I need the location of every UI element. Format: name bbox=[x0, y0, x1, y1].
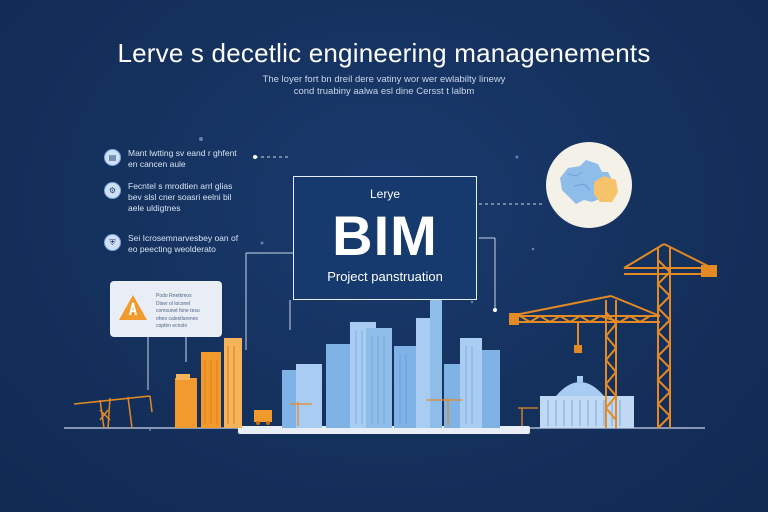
document-icon: ▤ bbox=[104, 149, 121, 166]
feature-line: Mant lwtting sv eand r ghfent bbox=[128, 148, 237, 158]
feature-item-3: ⛨ Sei Icrosemnarvesbey oan of eo peectin… bbox=[104, 233, 244, 255]
alert-line: comsunet fone tesu bbox=[156, 308, 200, 314]
map-graphic bbox=[560, 160, 618, 204]
page-title: Lerve s decetlic engineering managenemen… bbox=[117, 38, 651, 68]
feature-line: eo peecting weolderato bbox=[128, 244, 216, 254]
alert-line: Podo Rnetkmos bbox=[156, 293, 192, 299]
map-icon bbox=[546, 142, 632, 228]
feature-item-2: ⚙ Fecntel s mrodtien arrl glias bev slsl… bbox=[104, 181, 244, 214]
alert-card: Podo Rnetkmos Diser ol loconel comsunet … bbox=[110, 281, 222, 337]
background-stars bbox=[149, 137, 535, 431]
page-subtitle: The loyer fort bn dreil dere vatiny wor … bbox=[214, 74, 554, 98]
feature-line: en cancen aule bbox=[128, 159, 186, 169]
bim-sub-label: Project panstruation bbox=[327, 269, 443, 284]
subtitle-line-1: The loyer fort bn dreil dere vatiny wor … bbox=[262, 74, 506, 85]
bim-pre-label: Lerye bbox=[369, 187, 401, 201]
feature-text: Sei Icrosemnarvesbey oan of eo peecting … bbox=[128, 233, 238, 255]
bim-main-label: BIM bbox=[332, 204, 438, 267]
feature-item-1: ▤ Mant lwtting sv eand r ghfent en cance… bbox=[104, 148, 244, 170]
bim-panel: Lerye BIM Project panstruation bbox=[293, 176, 477, 300]
feature-line: aele uldigtnes bbox=[128, 203, 181, 213]
domed-building bbox=[540, 376, 634, 428]
subtitle-line-2: cond truabiny aalwa esl dine Cersst t la… bbox=[293, 86, 475, 97]
alert-line: Diser ol loconel bbox=[156, 300, 191, 307]
gear-icon: ⚙ bbox=[104, 182, 121, 199]
feature-line: Sei Icrosemnarvesbey oan of bbox=[128, 233, 239, 243]
feature-text: Fecntel s mrodtien arrl glias bev slsl c… bbox=[128, 181, 232, 214]
feature-line: bev slsl cner soasri eelni bil bbox=[128, 192, 232, 202]
right-crane bbox=[623, 243, 717, 429]
warning-icon bbox=[118, 293, 148, 323]
connector-lines bbox=[147, 156, 544, 390]
left-crane bbox=[73, 395, 153, 429]
alert-line: coptirn ecnolo bbox=[156, 323, 188, 329]
alert-line: oheo calestlurenes bbox=[156, 315, 198, 322]
alert-text: Podo Rnetkmos Diser ol loconel comsunet … bbox=[156, 293, 216, 331]
blue-skyline bbox=[282, 300, 500, 428]
middle-crane bbox=[509, 295, 661, 428]
small-cranes bbox=[290, 398, 538, 426]
shield-icon: ⛨ bbox=[104, 234, 121, 251]
feature-line: Fecntel s mrodtien arrl glias bbox=[128, 181, 233, 191]
feature-text: Mant lwtting sv eand r ghfent en cancen … bbox=[128, 148, 237, 170]
truck bbox=[254, 410, 272, 422]
orange-buildings bbox=[175, 338, 242, 428]
